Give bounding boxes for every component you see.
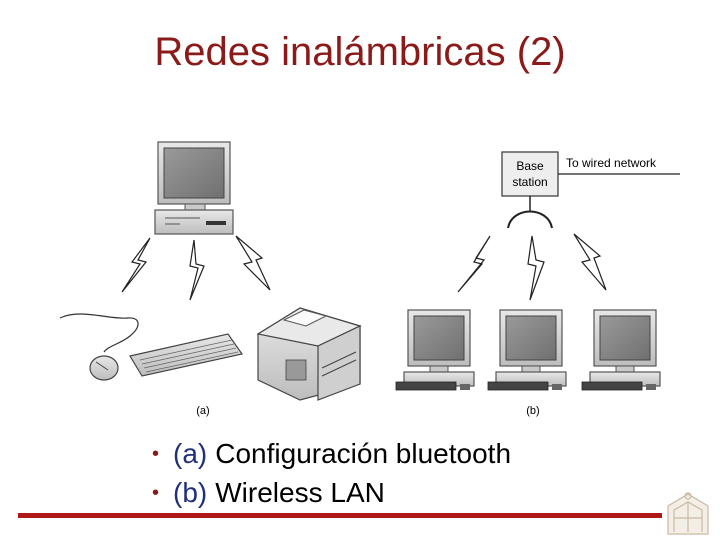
caption-b: (b) — [526, 405, 539, 417]
keyboard-icon — [129, 333, 244, 377]
bullet-dot-icon: • — [152, 482, 160, 504]
bullet-tag: (a) — [173, 438, 208, 469]
desktop-computer-b2 — [487, 309, 567, 391]
bullet-text: Wireless LAN — [215, 477, 385, 508]
desktop-computer-a — [154, 141, 234, 235]
wired-network-label: To wired network — [566, 156, 657, 170]
lightning-bolt-icon — [457, 233, 607, 301]
caption-a: (a) — [196, 405, 209, 417]
bullet-item: • (b)Wireless LAN — [152, 475, 511, 514]
university-crest-icon — [667, 492, 709, 535]
lightning-bolt-icon — [121, 235, 271, 301]
base-station: Base station — [501, 151, 559, 229]
base-station-label-line2: station — [512, 175, 547, 189]
printer-icon — [256, 307, 362, 401]
base-station-label-line1: Base — [516, 159, 544, 173]
wired-network-link: To wired network — [558, 156, 680, 175]
bullet-dot-icon: • — [152, 443, 160, 465]
bullet-tag: (b) — [173, 477, 208, 508]
bottom-accent-rule — [18, 513, 662, 518]
bullet-text: Configuración bluetooth — [215, 438, 512, 469]
desktop-computer-b3 — [581, 309, 661, 391]
desktop-computer-b1 — [395, 309, 475, 391]
slide-title: Redes inalámbricas (2) — [154, 30, 566, 74]
bullet-list: • (a)Configuración bluetooth • (b)Wireless… — [152, 436, 511, 514]
bullet-item: • (a)Configuración bluetooth — [152, 436, 511, 475]
mouse-icon — [59, 313, 139, 381]
